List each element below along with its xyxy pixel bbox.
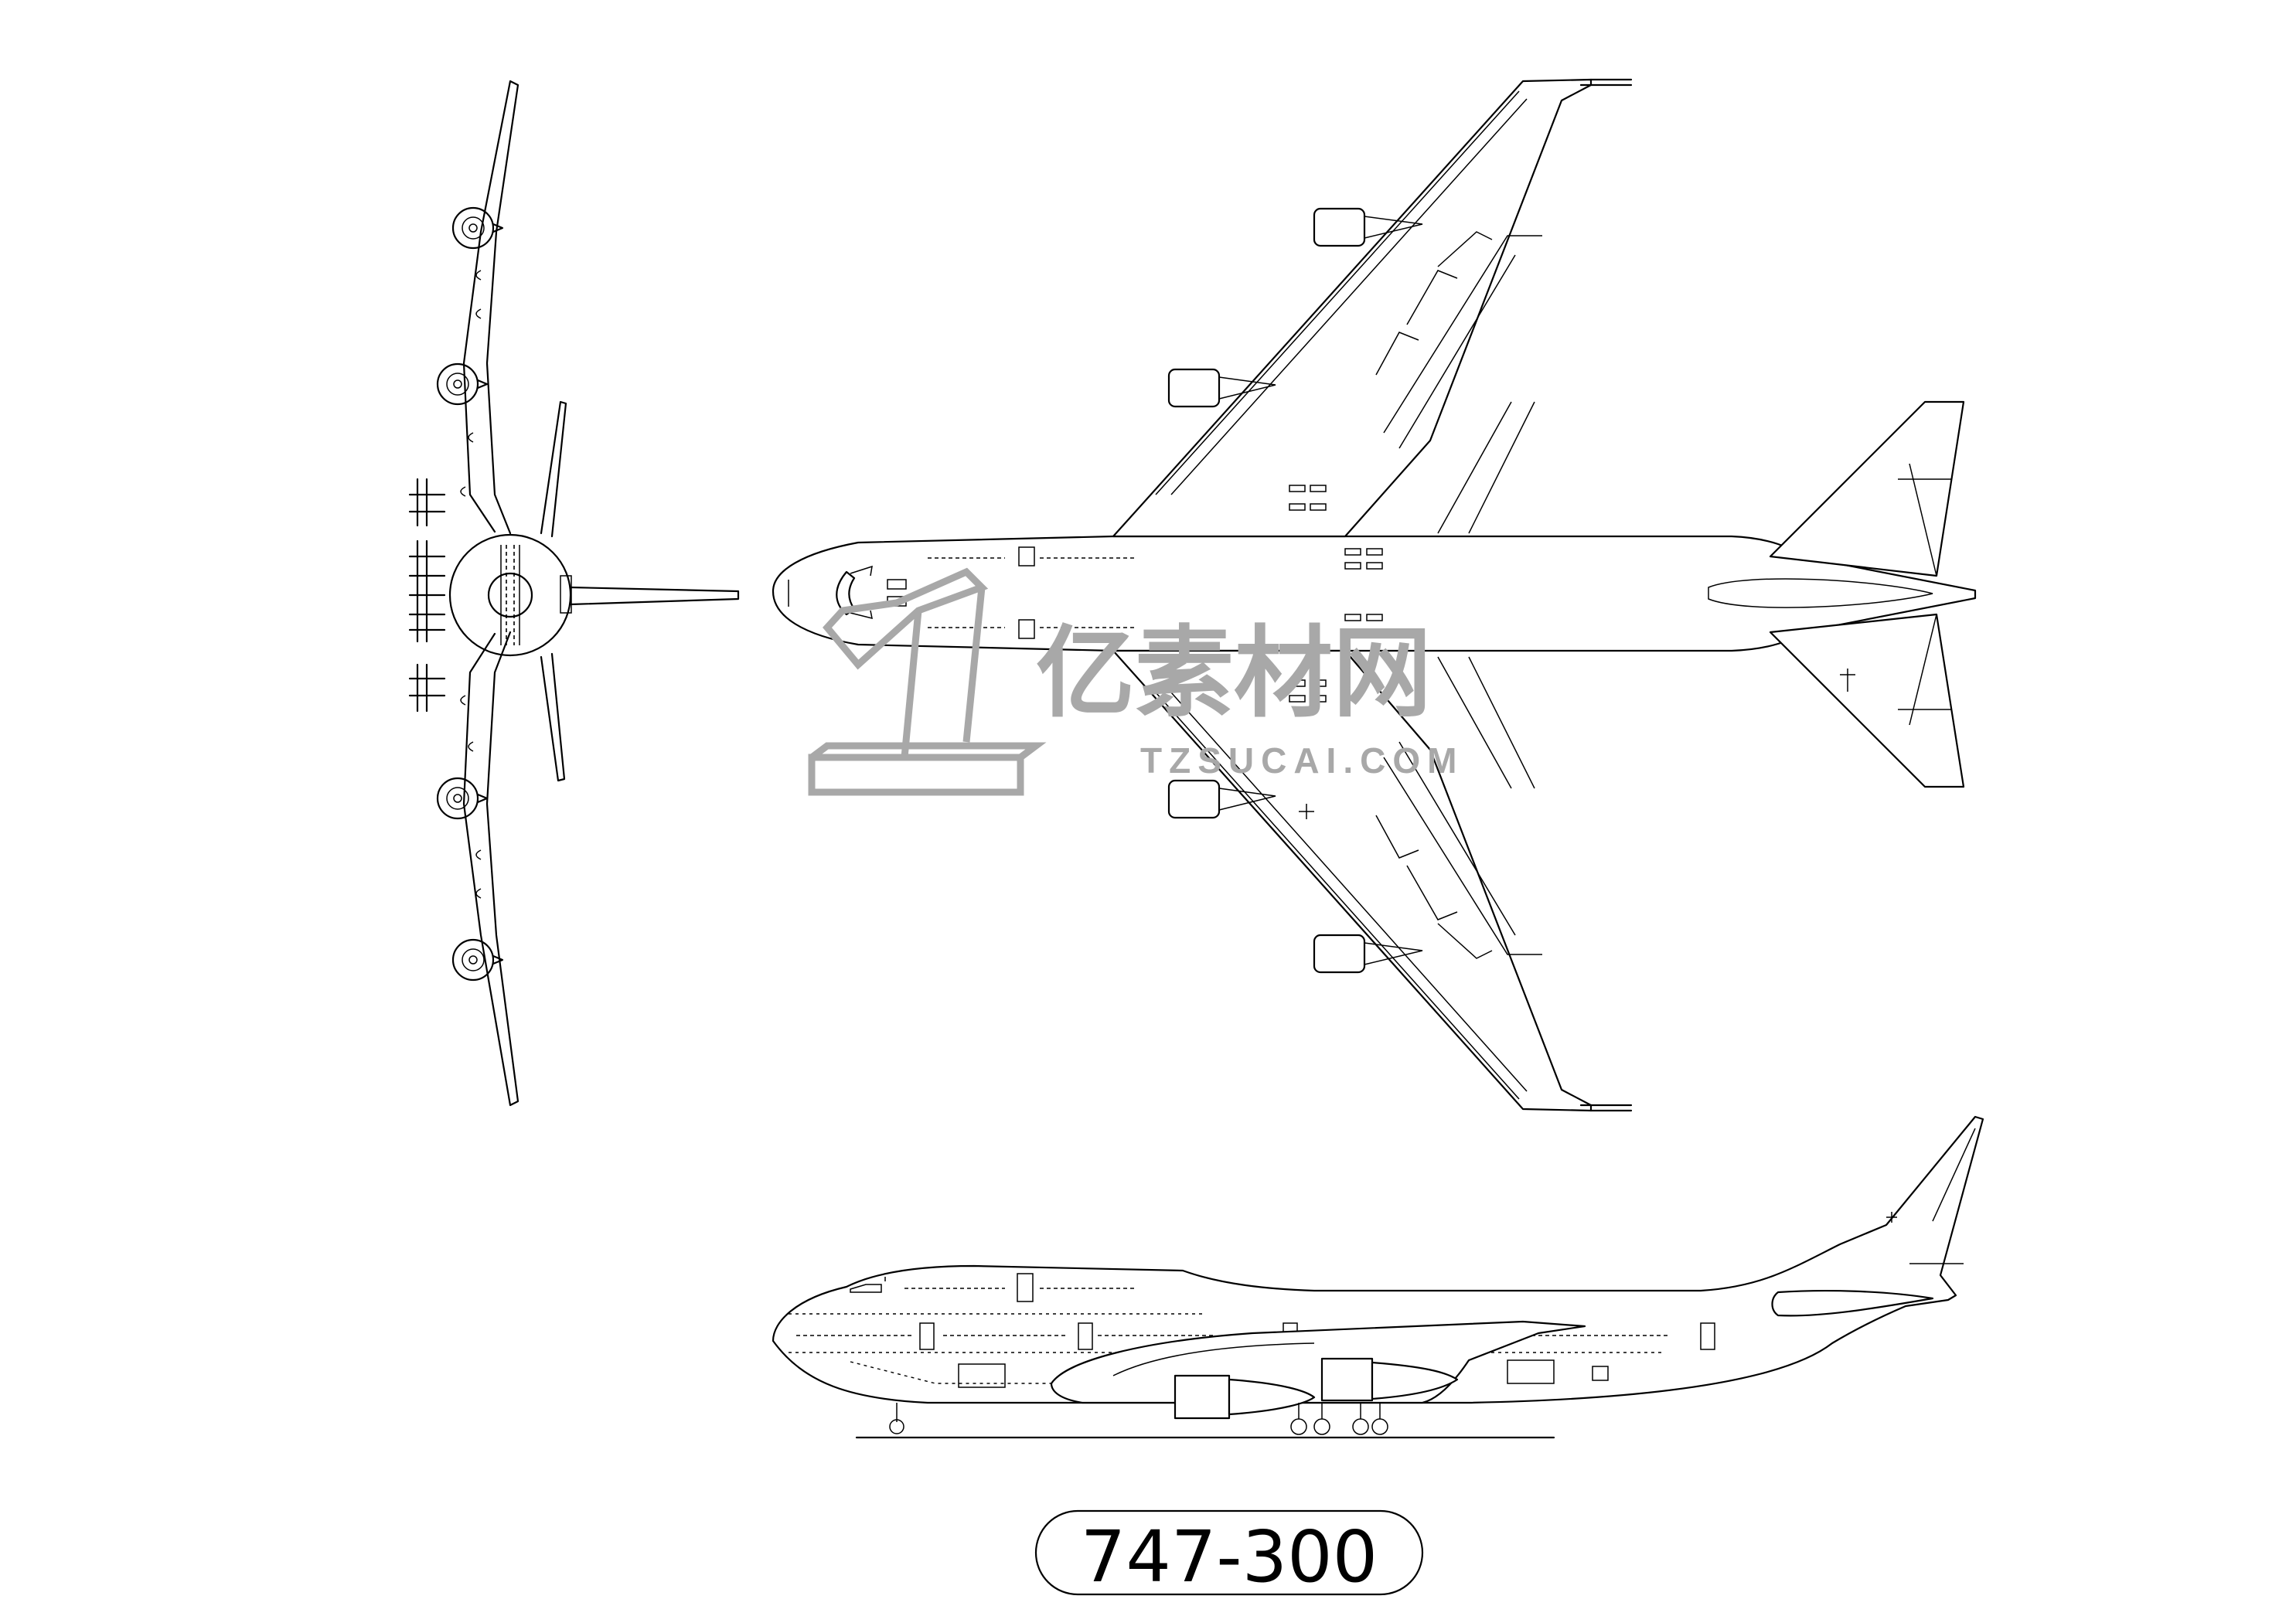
engine-side-outer	[1320, 1357, 1459, 1402]
watermark-logo-icon	[808, 567, 1047, 796]
watermark-name: 亿素材网	[1036, 618, 1432, 729]
engine-front-3	[436, 777, 489, 820]
title-block: 747-300	[1034, 1509, 1424, 1598]
engine-top-3	[1167, 779, 1276, 819]
engine-top-2	[1167, 368, 1276, 408]
top-view	[772, 78, 1977, 1112]
engine-top-4	[1313, 934, 1423, 974]
front-view	[408, 80, 740, 1107]
engine-front-2	[436, 362, 489, 406]
engine-front-1	[451, 206, 504, 250]
engine-front-4	[451, 938, 504, 982]
watermark: 亿素材网 TZSUCAI.COM	[808, 567, 1463, 796]
title-block-label: 747-300	[1081, 1516, 1378, 1598]
landing-gear-side	[889, 1403, 1388, 1435]
landing-gear-front	[408, 478, 446, 713]
watermark-url: TZSUCAI.COM	[1140, 740, 1463, 781]
engine-top-1	[1313, 207, 1423, 247]
side-view	[772, 1115, 1984, 1439]
engine-side-inner	[1174, 1374, 1316, 1420]
